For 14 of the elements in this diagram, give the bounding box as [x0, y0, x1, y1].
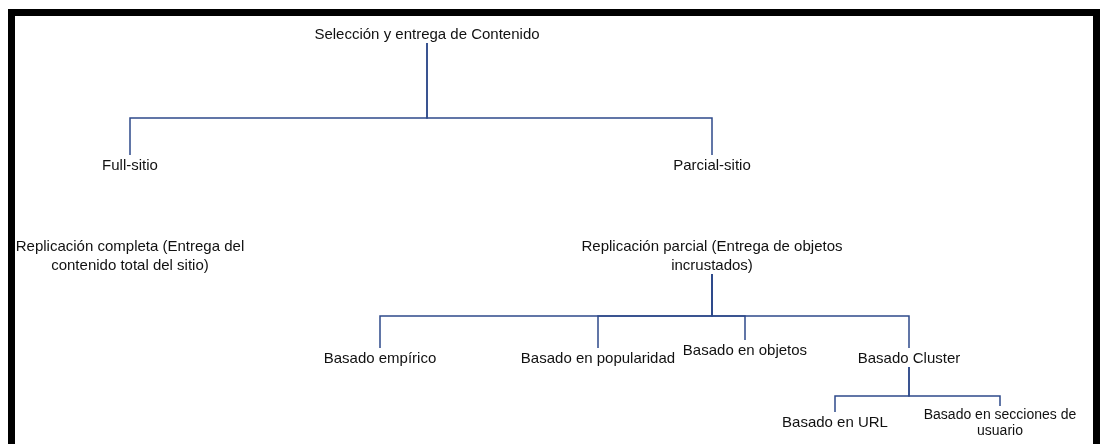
- node-label: Full-sitio: [102, 155, 158, 174]
- tree-connector: [426, 42, 713, 156]
- node-label: Basado empírico: [323, 348, 437, 367]
- node-label: Basado en URL: [782, 412, 888, 431]
- node-label: Parcial-sitio: [673, 155, 751, 174]
- tree-connector: [908, 366, 1001, 407]
- node-label: Selección y entrega de Contenido: [314, 24, 540, 43]
- tree-connector: [711, 273, 910, 349]
- node-label: Basado en objetos: [682, 340, 808, 359]
- node-label: Basado en popularidad: [520, 348, 676, 367]
- node-label: Basado en secciones de usuario: [922, 406, 1078, 438]
- node-description: Replicación parcial (Entrega de objetos incrustados): [580, 236, 844, 274]
- node-label: Basado Cluster: [857, 348, 961, 367]
- node-description: Replicación completa (Entrega del contenido total del sitio): [14, 236, 246, 274]
